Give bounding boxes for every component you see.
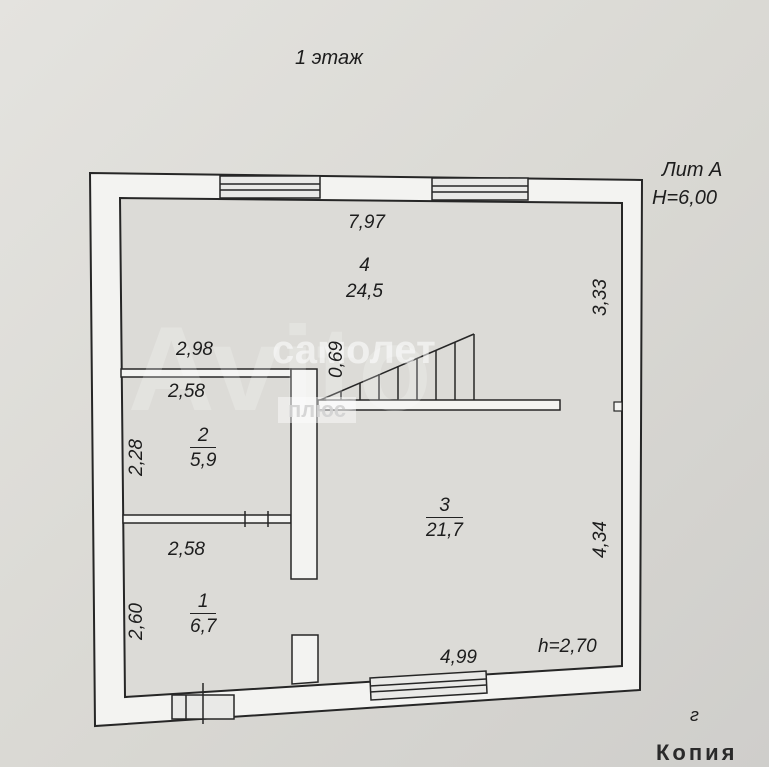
dim-room1-left: 2,60 bbox=[125, 603, 147, 640]
room-number: 2 bbox=[190, 426, 217, 448]
wall-notch bbox=[291, 634, 319, 685]
floor-title: 1 этаж bbox=[295, 47, 363, 69]
partition-vertical bbox=[290, 368, 318, 580]
partition-room2-top bbox=[120, 368, 292, 378]
dim-room1-top: 2,58 bbox=[168, 539, 205, 560]
room-number: 4 bbox=[359, 255, 370, 276]
dim-right-upper: 3,33 bbox=[589, 279, 611, 316]
stamp-mark: г bbox=[690, 705, 699, 725]
dim-room2-left: 2,28 bbox=[125, 439, 147, 476]
entrance-door bbox=[171, 683, 235, 724]
partition-room1-top bbox=[122, 514, 292, 524]
room-number: 1 bbox=[190, 592, 217, 614]
building-height: H=6,00 bbox=[652, 187, 718, 209]
dim-stair: 0,69 bbox=[325, 341, 347, 378]
dim-top: 7,97 bbox=[348, 212, 385, 233]
inner-floor bbox=[118, 196, 623, 699]
room-4-label: 4 24,5 bbox=[346, 256, 383, 301]
room-area: 24,5 bbox=[346, 281, 383, 302]
room-2-label: 2 5,9 bbox=[190, 426, 217, 471]
room-1-label: 1 6,7 bbox=[190, 592, 217, 637]
window-top-right bbox=[431, 177, 529, 201]
room-height: h=2,70 bbox=[538, 636, 597, 657]
window-bottom bbox=[369, 670, 488, 701]
room-number: 3 bbox=[426, 496, 463, 518]
wall-marker bbox=[613, 401, 623, 412]
staircase bbox=[317, 333, 561, 411]
lit-label: Лит А bbox=[662, 159, 723, 181]
copy-stamp: Копия bbox=[656, 740, 738, 765]
room-area: 6,7 bbox=[190, 616, 217, 637]
room-area: 21,7 bbox=[426, 520, 463, 541]
dim-bottom: 4,99 bbox=[440, 647, 477, 668]
room-area: 5,9 bbox=[190, 450, 217, 471]
window-top-left bbox=[219, 175, 321, 199]
dim-room2-top-outer: 2,98 bbox=[176, 339, 213, 360]
dim-right-lower: 4,34 bbox=[589, 521, 611, 558]
door-room2 bbox=[244, 511, 269, 527]
room-3-label: 3 21,7 bbox=[426, 496, 463, 540]
dim-room2-top-inner: 2,58 bbox=[168, 381, 205, 402]
